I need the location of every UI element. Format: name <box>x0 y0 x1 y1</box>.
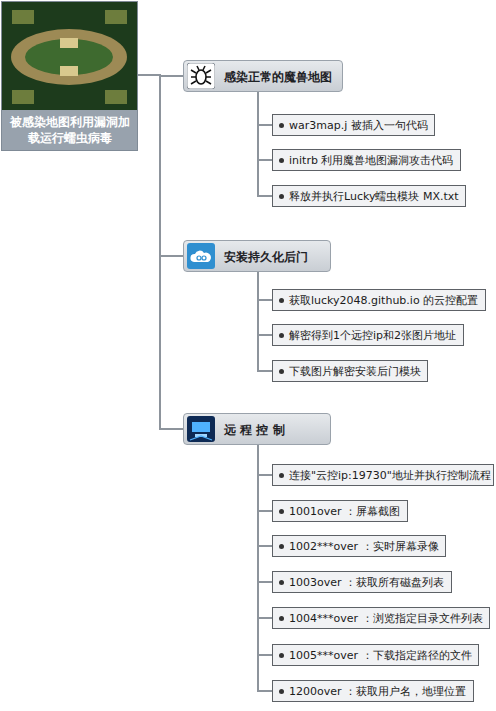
tree-connector <box>258 445 272 691</box>
item-box: 1004***over ：浏览指定目录文件列表 <box>272 607 490 629</box>
bullet-dot <box>279 194 284 199</box>
item-box: 下载图片解密安装后门模块 <box>272 360 428 382</box>
tree-connector <box>138 75 183 429</box>
bullet-dot <box>279 123 284 128</box>
node-label: initrb 利用魔兽地图漏洞攻击代码 <box>289 154 453 167</box>
node-label: 1005***over ：下载指定路径的文件 <box>289 649 472 662</box>
tree-connector <box>258 92 272 160</box>
node-label: 1001over ：屏幕截图 <box>289 505 400 518</box>
item-box: 1002***over ：实时屏幕录像 <box>272 535 446 557</box>
tree-connector <box>258 445 272 618</box>
node-label: 释放并执行Lucky蠕虫模块 MX.txt <box>289 190 459 203</box>
node-label: 1003over ：获取所有磁盘列表 <box>289 576 444 589</box>
bullet-dot <box>279 544 284 549</box>
tree-connector <box>258 92 272 196</box>
node-label: 被感染地图利用漏洞加载运行蠕虫病毒 <box>2 110 137 150</box>
bullet-dot <box>279 689 284 694</box>
bullet-dot <box>279 333 284 338</box>
item-box: 1003over ：获取所有磁盘列表 <box>272 571 452 593</box>
tree-connector <box>258 445 272 582</box>
category-icon <box>187 63 215 89</box>
category-icon <box>187 243 215 269</box>
node-label: 1004***over ：浏览指定目录文件列表 <box>289 612 483 625</box>
category-box: 远 程 控 制 <box>183 413 331 445</box>
node-label: 1200over ：获取用户名，地理位置 <box>289 685 466 698</box>
category-box: 安装持久化后门 <box>183 240 331 272</box>
bullet-dot <box>279 616 284 621</box>
node-label: war3map.j 被插入一句代码 <box>289 119 428 132</box>
item-box: 获取lucky2048.github.io 的云控配置 <box>272 289 486 311</box>
bullet-dot <box>279 298 284 303</box>
category-box: 感染正常的魔兽地图 <box>183 60 343 92</box>
bullet-dot <box>279 158 284 163</box>
item-box: 连接"云控ip:19730"地址并执行控制流程 <box>272 464 494 486</box>
tree-connector <box>258 92 272 125</box>
tree-connector <box>258 445 272 511</box>
node-label: 安装持久化后门 <box>224 249 308 265</box>
item-box: 1200over ：获取用户名，地理位置 <box>272 680 474 702</box>
tree-connector <box>258 272 272 300</box>
node-label: 获取lucky2048.github.io 的云控配置 <box>289 294 478 307</box>
item-box: war3map.j 被插入一句代码 <box>272 114 435 136</box>
tree-connector <box>258 272 272 335</box>
item-box: 解密得到1个远控ip和2张图片地址 <box>272 324 464 346</box>
node-label: 解密得到1个远控ip和2张图片地址 <box>289 329 456 342</box>
item-box: 1001over ：屏幕截图 <box>272 500 408 522</box>
tree-connector <box>258 272 272 371</box>
tree-connector <box>258 445 272 546</box>
bullet-dot <box>279 473 284 478</box>
bullet-dot <box>279 653 284 658</box>
node-label: 连接"云控ip:19730"地址并执行控制流程 <box>289 469 491 482</box>
bullet-dot <box>279 580 284 585</box>
node-label: 下载图片解密安装后门模块 <box>289 365 421 378</box>
root-box: 被感染地图利用漏洞加载运行蠕虫病毒 <box>1 1 138 151</box>
node-label: 远 程 控 制 <box>224 422 285 438</box>
bullet-dot <box>279 369 284 374</box>
item-box: 释放并执行Lucky蠕虫模块 MX.txt <box>272 185 466 207</box>
map-thumbnail <box>2 2 137 110</box>
tree-connector <box>258 445 272 475</box>
tree-connector <box>258 445 272 655</box>
item-box: 1005***over ：下载指定路径的文件 <box>272 644 479 666</box>
node-label: 1002***over ：实时屏幕录像 <box>289 540 439 553</box>
node-label: 感染正常的魔兽地图 <box>224 69 332 85</box>
item-box: initrb 利用魔兽地图漏洞攻击代码 <box>272 149 461 171</box>
bullet-dot <box>279 509 284 514</box>
category-icon <box>187 416 215 442</box>
